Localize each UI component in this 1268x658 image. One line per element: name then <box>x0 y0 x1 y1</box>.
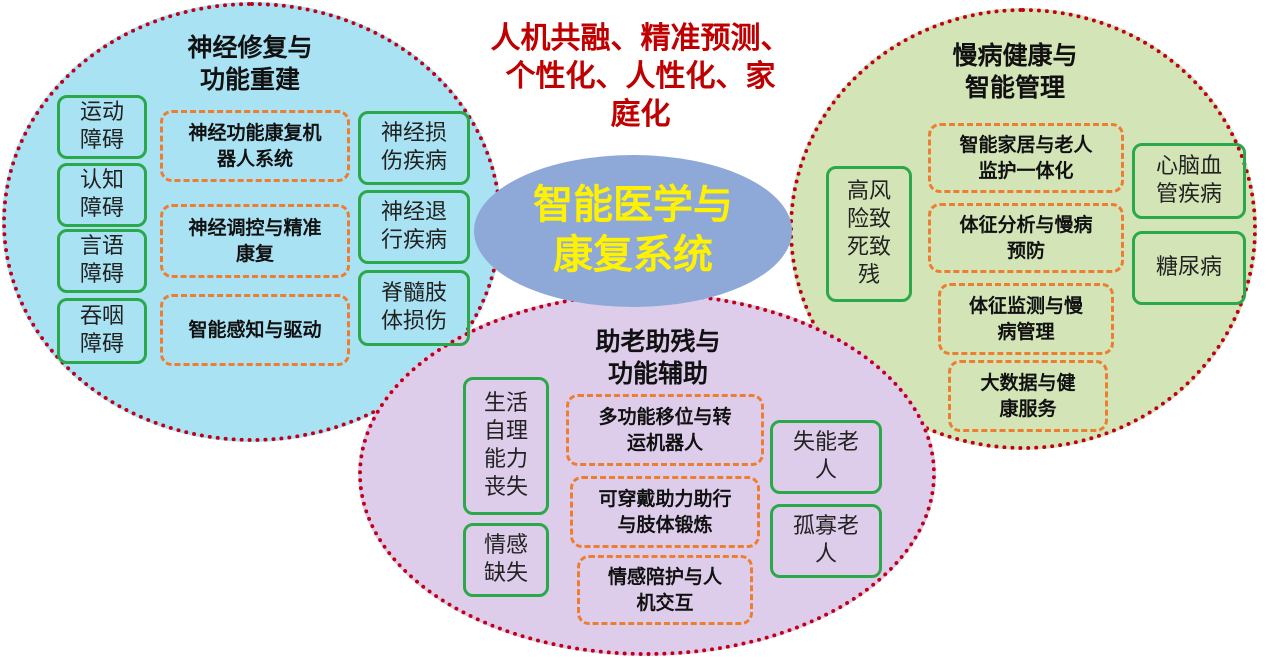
system-box: 可穿戴助力助行 与肢体锻炼 <box>570 476 760 548</box>
need-box: 情感 缺失 <box>463 523 549 597</box>
disease-box: 糖尿病 <box>1132 231 1246 305</box>
symptom-box: 运动 障碍 <box>57 95 147 159</box>
elderly-assist-ellipse <box>358 292 936 656</box>
risk-box: 高风 险致 死致 残 <box>826 166 912 302</box>
disease-box: 脊髓肢 体损伤 <box>358 270 470 346</box>
center-ellipse <box>474 155 792 307</box>
disease-box: 神经退 行疾病 <box>358 190 470 264</box>
symptom-box: 认知 障碍 <box>57 163 147 227</box>
left-title: 神经修复与 功能重建 <box>187 33 313 94</box>
system-box: 体征分析与慢病 预防 <box>928 203 1124 273</box>
disease-box: 心脑血 管疾病 <box>1132 143 1246 219</box>
need-box: 生活 自理 能力 丧失 <box>463 377 549 515</box>
system-box: 智能家居与老人 监护一体化 <box>928 123 1124 193</box>
system-box: 情感陪护与人 机交互 <box>577 555 753 625</box>
system-box: 智能感知与驱动 <box>160 294 350 366</box>
system-box: 神经调控与精准 康复 <box>160 204 350 278</box>
system-box: 大数据与健 康服务 <box>948 360 1108 432</box>
symptom-box: 言语 障碍 <box>57 229 147 293</box>
system-box: 神经功能康复机 器人系统 <box>160 110 350 182</box>
disease-box: 神经损 伤疾病 <box>358 111 470 185</box>
system-box: 体征监测与慢 病管理 <box>938 283 1114 355</box>
right-title: 慢病健康与 智能管理 <box>952 41 1078 102</box>
symptom-box: 吞咽 障碍 <box>57 298 147 364</box>
group-box: 孤寡老 人 <box>770 504 882 578</box>
group-box: 失能老 人 <box>770 420 882 494</box>
slogan: 人机共融、精准预测、 个性化、人性化、家 庭化 <box>490 21 791 132</box>
system-box: 多功能移位与转 运机器人 <box>566 394 764 466</box>
center-title: 智能医学与 康复系统 <box>533 182 733 278</box>
bottom-title: 助老助残与 功能辅助 <box>595 327 721 388</box>
